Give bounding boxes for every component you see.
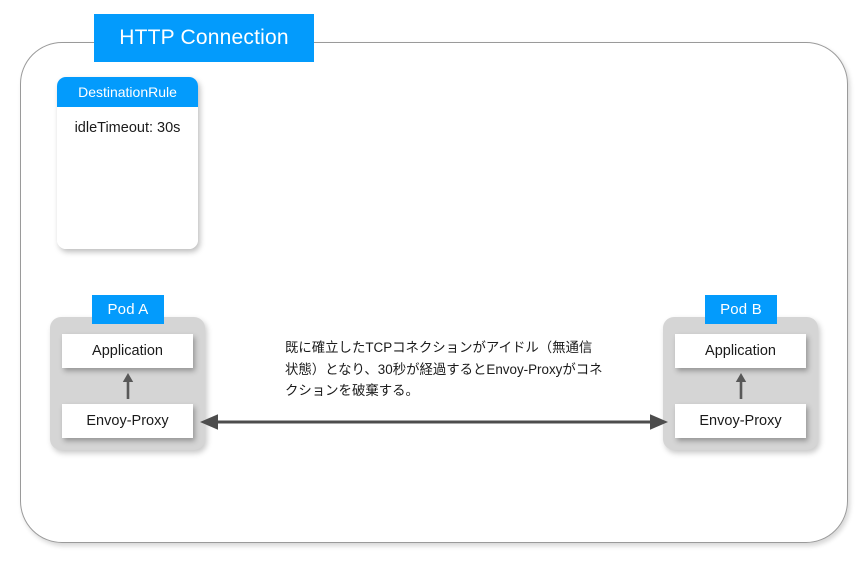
destination-rule-body: idleTimeout: 30s — [57, 107, 198, 249]
destination-rule-card: DestinationRule idleTimeout: 30s — [57, 77, 198, 249]
pod-a-label: Pod A — [92, 295, 164, 324]
pod-b-container: Application Envoy-Proxy — [663, 317, 818, 450]
pod-b-envoy-proxy-box: Envoy-Proxy — [675, 404, 806, 438]
http-connection-group-label: HTTP Connection — [94, 14, 314, 62]
destination-rule-idle-timeout-text: idleTimeout: 30s — [74, 120, 181, 136]
connection-description-note: 既に確立したTCPコネクションがアイドル（無通信状態）となり、30秒が経過すると… — [285, 340, 603, 399]
destination-rule-header: DestinationRule — [57, 77, 198, 107]
pod-a-envoy-proxy-box: Envoy-Proxy — [62, 404, 193, 438]
pod-a-container: Application Envoy-Proxy — [50, 317, 205, 450]
http-connection-group-frame — [20, 42, 848, 543]
connection-double-arrow-icon — [200, 408, 668, 436]
pod-b-label: Pod B — [705, 295, 777, 324]
pod-a-application-box: Application — [62, 334, 193, 368]
pod-b-internal-up-arrow-icon — [735, 373, 747, 399]
pod-b-application-box: Application — [675, 334, 806, 368]
pod-a-internal-up-arrow-icon — [122, 373, 134, 399]
